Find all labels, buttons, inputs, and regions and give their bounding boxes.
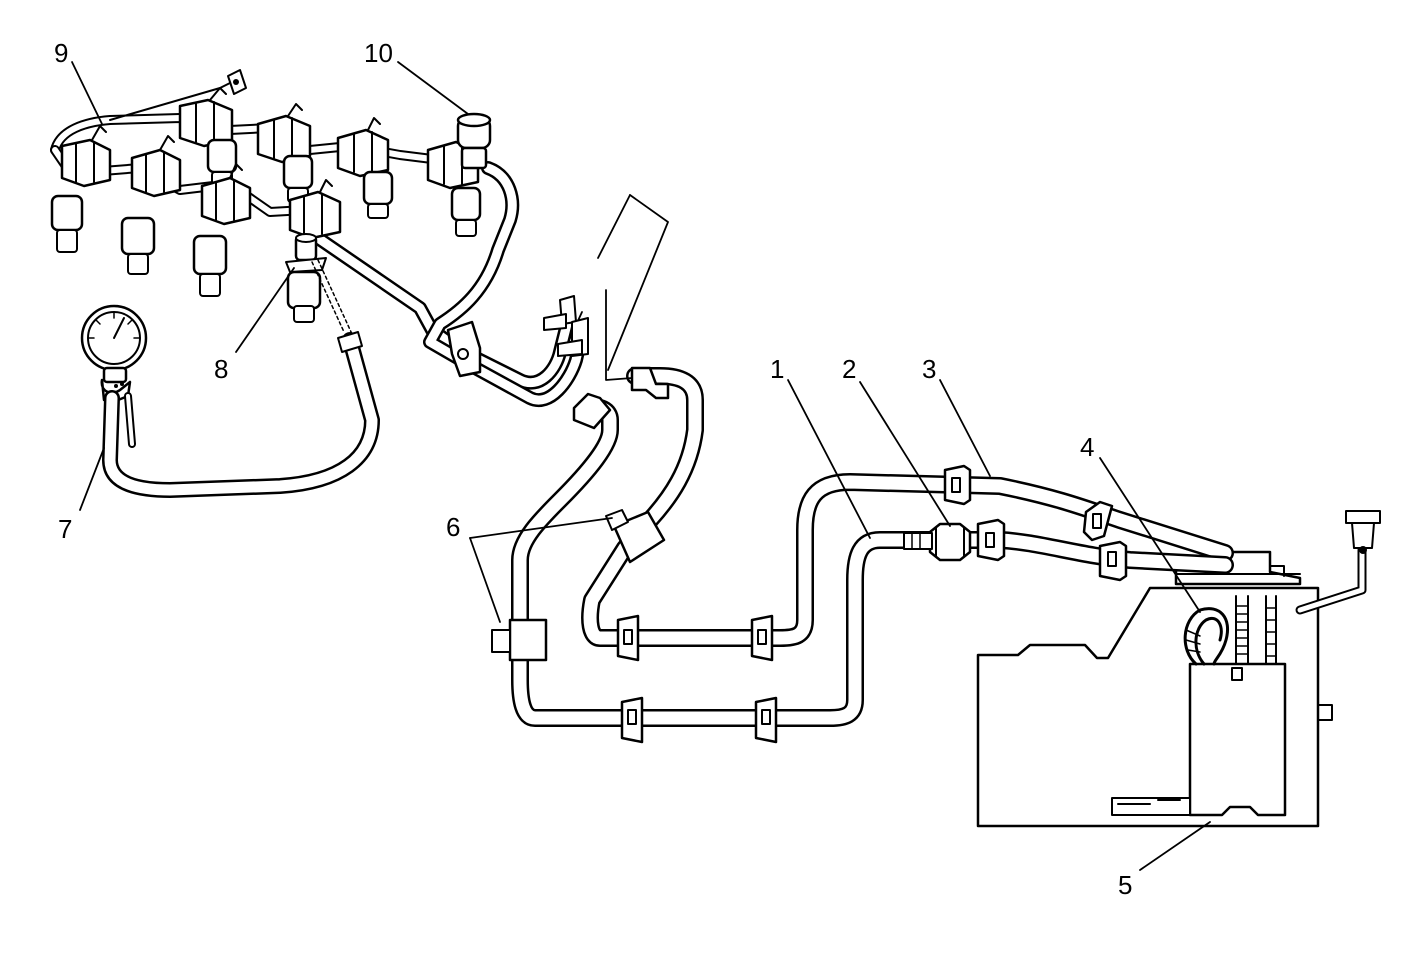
callout-9: 9: [54, 38, 68, 68]
connector-bottom-2: [754, 696, 778, 744]
line-clip-lower: [491, 618, 548, 662]
engine-fuel-lines: [311, 161, 589, 407]
connector-mid-1: [616, 614, 640, 662]
fuel-pressure-gauge: [80, 304, 380, 498]
injector-lower-4: [286, 190, 342, 323]
fuel-injectors: [50, 87, 482, 323]
connector-upper-1: [943, 464, 972, 506]
injector-lower-1: [50, 138, 112, 253]
injector-lower-3: [192, 176, 252, 297]
callout-2: 2: [842, 354, 856, 384]
connector-bottom-1: [620, 696, 644, 744]
injector-upper-4: [426, 140, 482, 237]
connector-lower-1: [976, 518, 1006, 562]
fuel-pressure-test-port: [285, 233, 353, 335]
line-connectors: [572, 366, 1128, 744]
callout-4: 4: [1080, 432, 1094, 462]
injector-upper-3: [336, 128, 394, 219]
callout-7: 7: [58, 514, 72, 544]
leader-lines: [71, 61, 1211, 871]
connector-upper-2: [1082, 500, 1114, 542]
connector-top-end: [630, 366, 670, 400]
injector-upper-1: [178, 98, 238, 187]
callout-1: 1: [770, 354, 784, 384]
callout-8: 8: [214, 354, 228, 384]
fuel-filter: [903, 522, 972, 562]
connector-lower-2: [1098, 540, 1128, 582]
callout-3: 3: [922, 354, 936, 384]
line-clip-upper: [605, 509, 666, 564]
injector-lower-2: [120, 148, 182, 275]
callout-6: 6: [446, 512, 460, 542]
connector-left-end: [572, 392, 612, 430]
injector-upper-2: [256, 114, 314, 203]
callout-5: 5: [1118, 870, 1132, 900]
callouts: 1 2 3 4 5 6 7 8 9 10: [54, 38, 1132, 900]
callout-10: 10: [364, 38, 393, 68]
fuel-pressure-regulator: [456, 112, 492, 170]
connector-mid-2: [750, 614, 774, 662]
